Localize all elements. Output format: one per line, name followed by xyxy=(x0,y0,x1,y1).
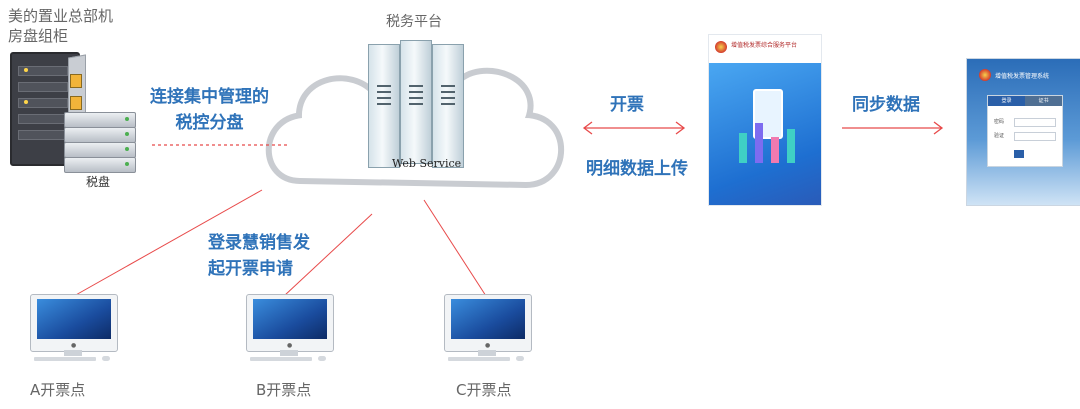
imac-icon-b: ● xyxy=(246,294,334,366)
cert-tab[interactable]: 证书 xyxy=(1025,96,1062,106)
sync-label: 同步数据 xyxy=(852,95,920,115)
station-a-label: A开票点 xyxy=(30,381,86,399)
verify-field[interactable] xyxy=(1014,132,1056,141)
station-b-link xyxy=(283,213,373,297)
web-service-label: Web Service xyxy=(392,157,462,170)
tax-platform-label: 税务平台 xyxy=(386,14,442,30)
station-b-label: B开票点 xyxy=(256,381,312,399)
imac-icon-a: ● xyxy=(30,294,118,366)
sync-arrow xyxy=(842,121,944,135)
emblem-icon-2 xyxy=(979,69,991,81)
verify-label: 验证 xyxy=(994,133,1005,139)
station-a-link xyxy=(73,189,263,297)
login-note: 登录慧销售发 起开票申请 xyxy=(208,233,310,279)
hq-label: 美的置业总部机 房盘组柜 xyxy=(8,7,114,45)
password-field[interactable] xyxy=(1014,118,1056,127)
tax-disk-stack xyxy=(64,112,136,173)
password-label: 密码 xyxy=(994,119,1005,125)
login-tab[interactable]: 登录 xyxy=(988,96,1025,106)
web-server-icon xyxy=(368,40,478,170)
left-note: 连接集中管理的 税控分盘 xyxy=(150,87,269,133)
station-c-label: C开票点 xyxy=(456,381,512,399)
upload-label: 明细数据上传 xyxy=(586,159,688,179)
emblem-icon xyxy=(715,41,727,53)
invoice-platform-panel: 增值税发票综合服务平台 xyxy=(708,34,822,206)
invoice-system-panel: 增值税发票管理系统 登录 证书 密码 验证 xyxy=(966,58,1080,206)
login-button[interactable] xyxy=(1014,150,1024,158)
app2-title: 增值税发票管理系统 xyxy=(995,73,1050,80)
station-c-link xyxy=(423,199,487,297)
invoice-label: 开票 xyxy=(610,95,644,115)
login-card: 登录 证书 密码 验证 xyxy=(987,95,1063,167)
invoice-arrow xyxy=(582,121,686,135)
imac-icon-c: ● xyxy=(444,294,532,366)
disk-label: 税盘 xyxy=(86,175,111,189)
app1-title: 增值税发票综合服务平台 xyxy=(731,42,798,49)
